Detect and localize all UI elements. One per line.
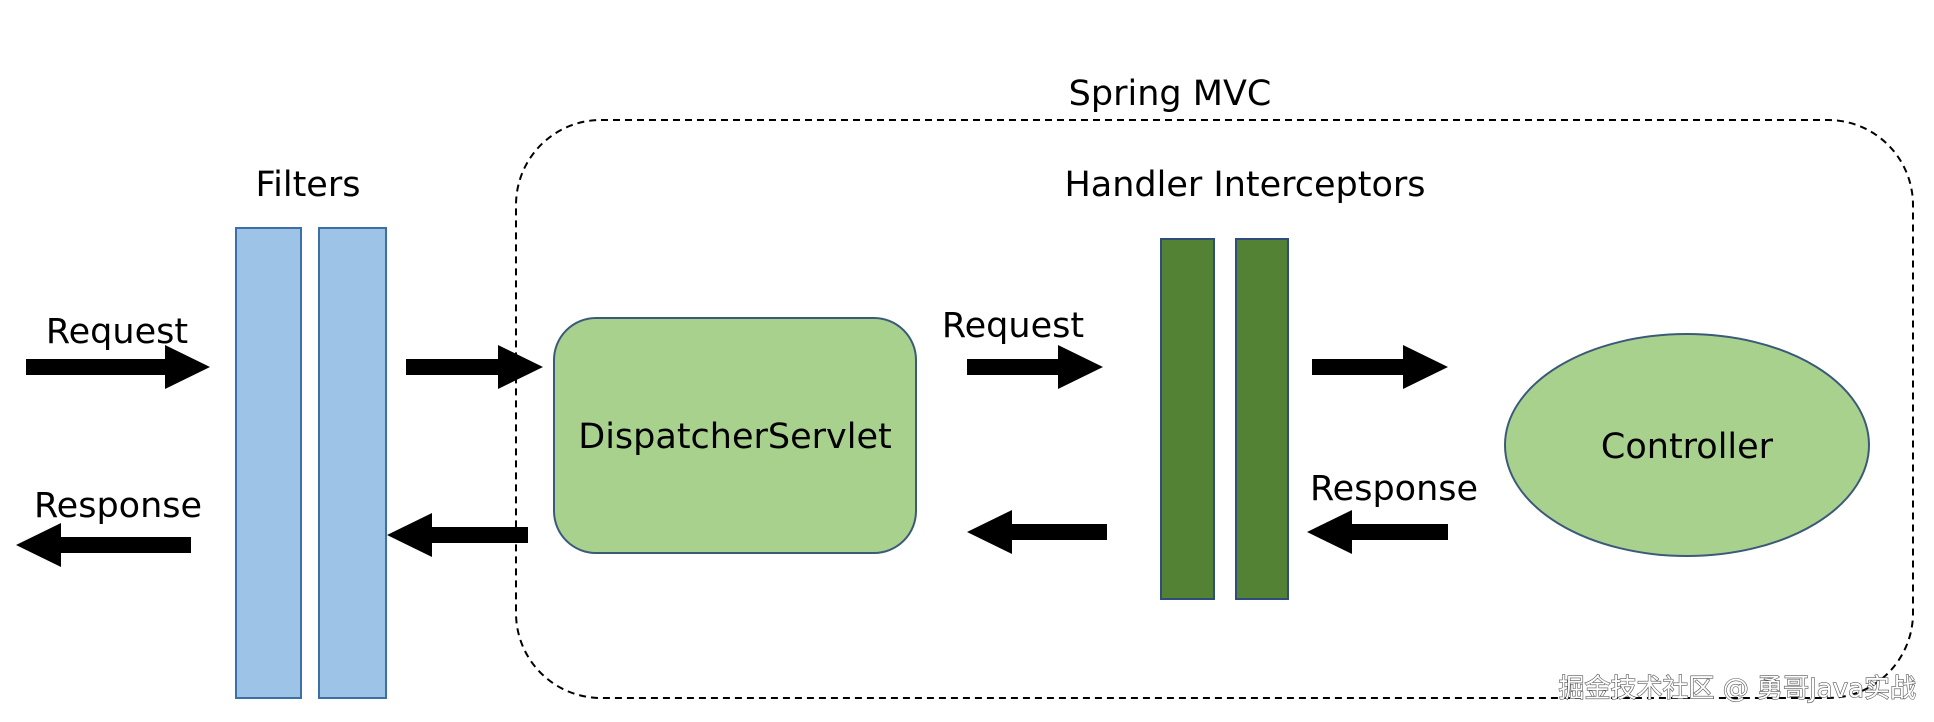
request-arrow-filters-to-dispatcher [406, 345, 543, 389]
controller-label: Controller [1601, 427, 1774, 467]
response-arrow-interceptors-to-dispatcher [967, 510, 1107, 554]
dispatcher-servlet-label: DispatcherServlet [578, 417, 891, 457]
interceptors-label: Handler Interceptors [1064, 165, 1425, 205]
request-arrow-interceptors-to-controller [1312, 345, 1448, 389]
spring-mvc-label: Spring MVC [1069, 74, 1272, 114]
interceptor-bar-2 [1235, 238, 1289, 600]
dispatcher-servlet-node [553, 317, 917, 554]
response-label-right: Response [1310, 469, 1478, 509]
request-label-left: Request [46, 312, 188, 352]
request-arrow-dispatcher-to-interceptors [967, 345, 1103, 389]
request-label-mid: Request [942, 306, 1084, 346]
watermark: 掘金技术社区 @ 勇哥Java实战 [1559, 674, 1916, 704]
response-arrow-dispatcher-to-filters [387, 513, 528, 557]
filters-label: Filters [256, 165, 361, 205]
response-label-left: Response [34, 486, 202, 526]
filter-bar-2 [318, 227, 387, 699]
request-arrow-into-filters [26, 345, 210, 389]
response-arrow-controller-to-interceptors [1307, 510, 1448, 554]
response-arrow-out-of-filters [16, 523, 191, 567]
interceptor-bar-1 [1160, 238, 1215, 600]
spring-mvc-boundary [515, 119, 1914, 699]
controller-node [1504, 333, 1870, 557]
filter-bar-1 [235, 227, 302, 699]
